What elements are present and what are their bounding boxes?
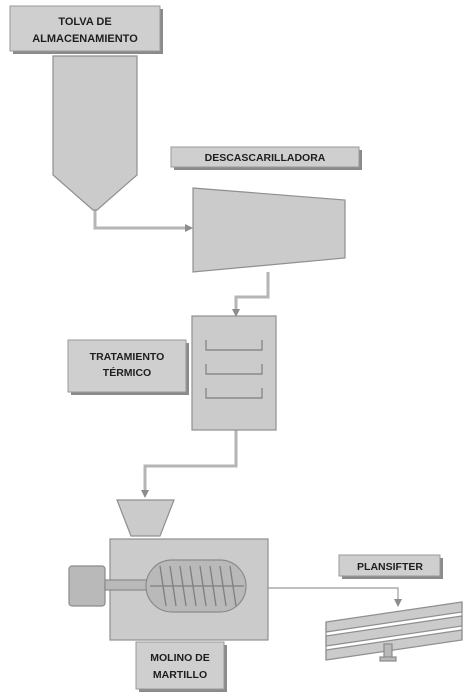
molino-hammers (150, 565, 244, 607)
label-plansifter-text: PLANSIFTER (357, 561, 423, 573)
label-tratamiento-line2: TÉRMICO (103, 366, 151, 379)
tray-2 (205, 364, 263, 375)
label-molino-line1: MOLINO DE (150, 652, 210, 664)
pipe-descascarilladora-to-tratamiento (234, 272, 270, 312)
label-molino-line2: MARTILLO (153, 669, 207, 681)
tray-1 (205, 340, 263, 351)
connectors (93, 208, 402, 607)
pipe-molino-to-plansifter (268, 587, 399, 602)
descascarilladora-machine (192, 187, 346, 273)
molino-de-martillo (68, 538, 269, 641)
arrow-into-molino-hopper-icon (141, 490, 149, 498)
arrow-into-descascarilladora-icon (185, 224, 193, 232)
molino-shaft (104, 579, 148, 591)
pipe-tratamiento-to-molino (143, 430, 238, 493)
label-tolva-line2: ALMACENAMIENTO (32, 33, 138, 45)
plansifter-machine (325, 601, 463, 662)
label-tolva: TOLVA DE ALMACENAMIENTO (9, 5, 163, 54)
tratamiento-termico-unit (191, 315, 277, 431)
tolva-hopper (52, 55, 138, 211)
label-tolva-line1: TOLVA DE (58, 16, 111, 28)
plansifter-outlet-base (379, 656, 397, 662)
label-descascarilladora: DESCASCARILLADORA (170, 146, 362, 170)
tray-3 (205, 388, 263, 399)
label-tratamiento: TRATAMIENTO TÉRMICO (67, 339, 189, 395)
arrow-into-tratamiento-icon (232, 309, 240, 317)
molino-hopper (116, 499, 175, 537)
label-molino: MOLINO DE MARTILLO (135, 641, 227, 692)
label-descascarilladora-text: DESCASCARILLADORA (205, 152, 326, 164)
label-tratamiento-line1: TRATAMIENTO (90, 351, 165, 363)
plansifter-outlet (383, 643, 393, 659)
arrow-into-plansifter-icon (394, 599, 402, 607)
pipe-tolva-to-descascarilladora (93, 208, 188, 230)
label-plansifter: PLANSIFTER (338, 554, 443, 579)
molino-motor (68, 565, 106, 607)
tratamiento-box (191, 315, 277, 431)
